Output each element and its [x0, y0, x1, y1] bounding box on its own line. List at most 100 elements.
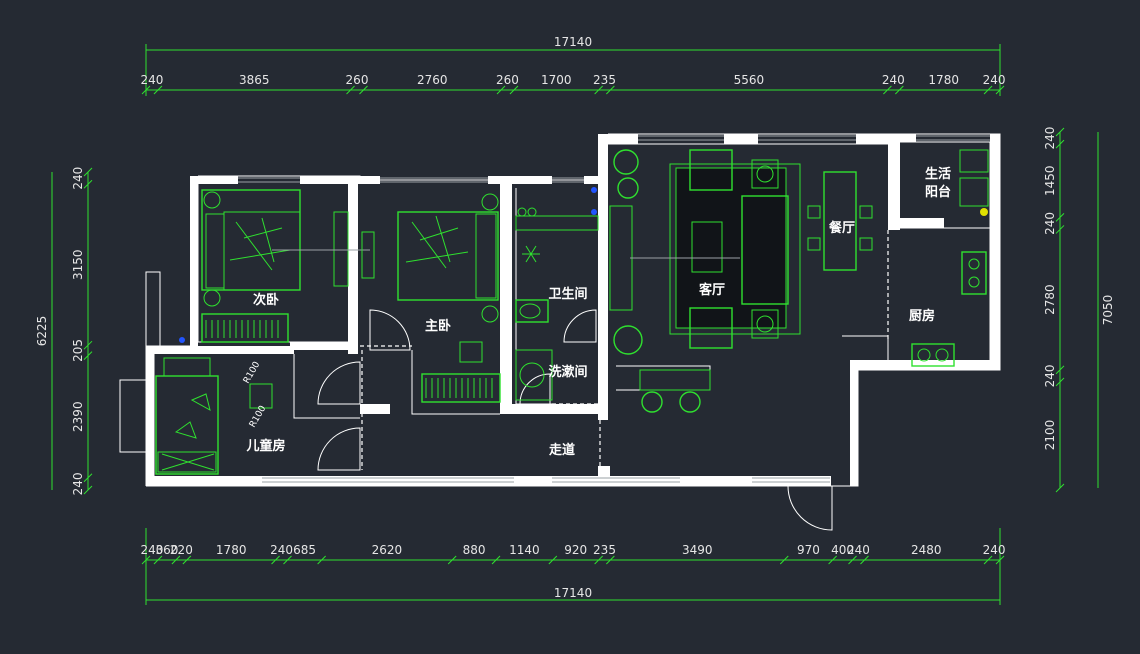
walls: [146, 134, 1000, 486]
dimension-tick: [1055, 127, 1065, 137]
label-master-bedroom: 主卧: [425, 318, 451, 334]
dimension-label: 240: [71, 472, 85, 495]
dimension-label: 880: [463, 543, 486, 557]
master-bedroom-furniture: [361, 193, 501, 403]
dimension-label: 205: [71, 339, 85, 362]
door-openings: [290, 230, 889, 470]
label-balcony-line1: 生活: [925, 166, 951, 182]
dimension-tick: [141, 85, 151, 95]
dimension-tick: [983, 555, 993, 565]
dimension-tick: [83, 167, 93, 177]
windows: [238, 135, 990, 483]
dimension-label: 240: [882, 73, 905, 87]
dimension-tick: [995, 555, 1005, 565]
right-total-dimension: 7050: [1101, 295, 1115, 326]
wall-outlines: [119, 133, 1001, 487]
dimension-tick: [153, 85, 163, 95]
kitchen-fixtures: [911, 149, 989, 367]
dimension-label: 240: [141, 543, 164, 557]
dimension-tick: [883, 85, 892, 95]
dimension-label: 240: [1043, 212, 1057, 235]
dimension-tick: [606, 555, 615, 565]
dimension-label: 240: [983, 73, 1006, 87]
dimension-tick: [983, 85, 993, 95]
dimension-tick: [606, 85, 615, 95]
dimension-label: 1780: [216, 543, 247, 557]
label-balcony-line2: 阳台: [925, 184, 951, 200]
dimension-tick: [182, 555, 192, 565]
dimension-tick: [1055, 365, 1065, 375]
dimension-label: 1140: [509, 543, 540, 557]
dimension-tick: [491, 555, 501, 565]
dimension-tick: [83, 340, 93, 350]
dimension-label: 220: [170, 543, 193, 557]
dimension-label: 2480: [911, 543, 942, 557]
dimension-tick: [141, 555, 151, 565]
dimension-label: 1450: [1043, 165, 1057, 196]
dimension-tick: [496, 85, 506, 95]
room-labels: 次卧 主卧 卫生间 洗漱间 客厅 餐厅 生活 阳台 厨房 儿童房 走道: [245, 166, 951, 458]
label-bathroom: 卫生间: [548, 286, 587, 302]
dimension-tick: [271, 555, 280, 565]
dimension-label: 240: [847, 543, 870, 557]
dimension-tick: [317, 555, 326, 565]
dimension-label: 2760: [417, 73, 448, 87]
dimension-tick: [828, 555, 837, 565]
dimension-label: 2390: [71, 401, 85, 432]
dimension-label: 240: [1043, 364, 1057, 387]
top-total-dimension: 17140: [554, 35, 592, 49]
dimension-label: 360: [155, 543, 178, 557]
dimension-tick: [1055, 212, 1065, 222]
label-dining-room: 餐厅: [828, 220, 855, 236]
dimension-tick: [346, 85, 355, 95]
dimension-tick: [83, 485, 93, 495]
dimension-label: 2620: [372, 543, 403, 557]
dimension-label: 685: [293, 543, 316, 557]
dimension-tick: [83, 179, 93, 189]
dimension-label: 970: [797, 543, 820, 557]
dimension-tick: [153, 555, 163, 565]
bottom-total-dimension: 17140: [554, 586, 592, 600]
dimension-label: 1700: [541, 73, 572, 87]
dimension-label: 260: [496, 73, 519, 87]
dimension-tick: [171, 555, 181, 565]
dimension-label: 5560: [734, 73, 765, 87]
dimension-tick: [895, 85, 904, 95]
dimension-label: 2100: [1043, 420, 1057, 451]
dimension-label: 235: [593, 73, 616, 87]
left-total-dimension: 6225: [35, 316, 49, 347]
dimension-tick: [1055, 377, 1065, 387]
label-living-room: 客厅: [699, 282, 725, 298]
second-bedroom-furniture: [201, 189, 370, 343]
children-room-furniture: R100 R100: [155, 357, 273, 475]
dimension-label: 260: [346, 73, 369, 87]
dimension-tick: [1055, 225, 1065, 234]
dimension-tick: [594, 555, 604, 565]
dimension-label: 240: [983, 543, 1006, 557]
dimension-tick: [83, 351, 93, 361]
label-children-room: 儿童房: [245, 438, 285, 454]
door-swings: [317, 309, 833, 531]
dimension-label: 920: [564, 543, 587, 557]
bathroom-fixtures: [179, 187, 599, 401]
dimension-label: 400: [831, 543, 854, 557]
dimension-tick: [848, 555, 857, 565]
dimension-label: 3490: [682, 543, 713, 557]
label-second-bedroom: 次卧: [253, 292, 279, 308]
dimension-tick: [359, 85, 368, 95]
dimension-tick: [447, 555, 457, 565]
dimension-tick: [509, 85, 519, 95]
dimension-label: 3150: [71, 249, 85, 280]
dimension-tick: [83, 473, 93, 483]
dimension-tick: [548, 555, 558, 565]
dimension-tick: [1055, 139, 1065, 149]
dimension-tick: [283, 555, 292, 565]
dimension-tick: [594, 85, 604, 95]
dimension-label: 240: [71, 167, 85, 190]
dimension-label: 240: [141, 73, 164, 87]
dimension-tick: [860, 555, 869, 565]
